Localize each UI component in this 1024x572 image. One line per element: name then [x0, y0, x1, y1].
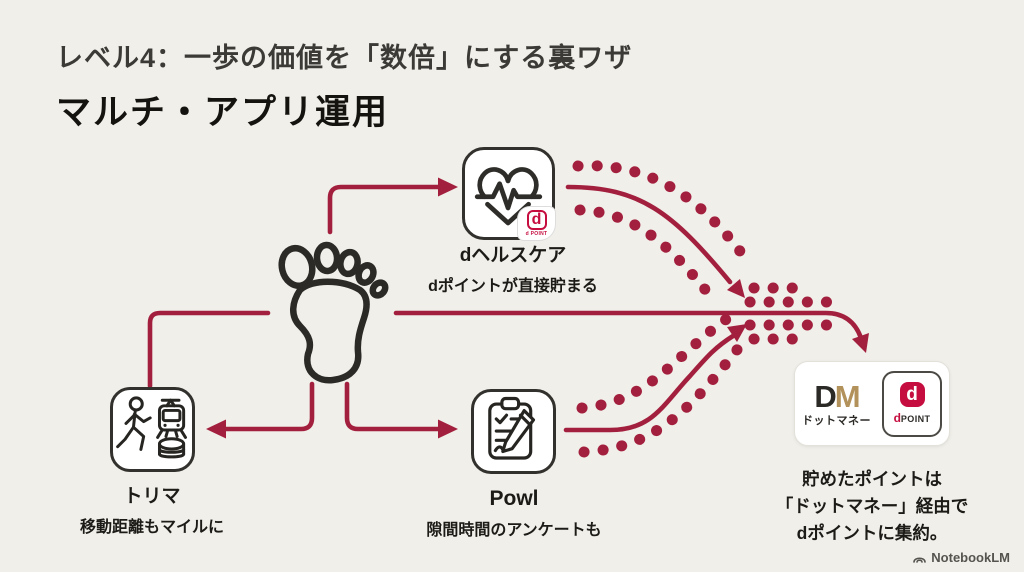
torima-label: トリマ 移動距離もマイルに	[80, 481, 224, 537]
dhealthcare-app-icon: d d POINT	[462, 147, 555, 240]
dhealthcare-label: dヘルスケア dポイントが直接貯まる	[428, 240, 598, 296]
arrowhead-right-powl	[438, 419, 458, 439]
arrowhead-down-dotmoney	[852, 333, 869, 353]
curve-powl-to-merge	[563, 333, 736, 433]
dpoint-badge: d dPOINT	[882, 370, 942, 437]
dpoint-corner-badge: d d POINT	[518, 207, 555, 240]
arrow-foot-to-dhealth	[327, 184, 441, 235]
dotmoney-desc-line2: 「ドットマネー」経由で	[775, 496, 969, 517]
arrowhead-right-dhealth	[438, 177, 458, 197]
slide-subtitle: レベル4：一歩の価値を「数倍」にする裏ワザ	[56, 43, 633, 73]
dotmoney-letter-d: D	[814, 378, 836, 414]
title-block: レベル4：一歩の価値を「数倍」にする裏ワザ マルチ・アプリ運用	[56, 36, 632, 135]
arrowhead-merge-bottom	[727, 324, 747, 342]
arrow-foot-to-dotmoney	[393, 310, 864, 341]
walker-train-coins-icon	[116, 396, 187, 459]
arrowhead-merge-top	[727, 279, 745, 298]
dpoint-badge-text: d POINT	[525, 231, 548, 237]
dotmoney-card: DM ドットマネー d dPOINT	[794, 361, 950, 446]
torima-name: トリマ	[123, 486, 181, 507]
powl-label: Powl 隙間時間のアンケートも	[426, 487, 601, 540]
slide-title: マルチ・アプリ運用	[56, 93, 390, 132]
notebooklm-logo-icon	[913, 557, 927, 563]
watermark: NotebookLM	[912, 550, 1010, 565]
dpoint-label-point: POINT	[900, 413, 931, 424]
arrowhead-left-torima	[206, 419, 226, 439]
dotmoney-desc-line3: dポイントに集約。	[796, 523, 948, 544]
dotmoney-desc-line1: 貯めたポイントは	[802, 469, 942, 489]
dotmoney-caption: ドットマネー	[802, 414, 871, 427]
clipboard-pencil-icon	[488, 396, 536, 460]
torima-app-icon	[110, 387, 195, 472]
dotmoney-letter-m: M	[834, 378, 861, 414]
dpoint-badge-label: dPOINT	[894, 410, 931, 426]
dpoint-d-logo-icon: d	[899, 381, 925, 407]
powl-desc: 隙間時間のアンケートも	[426, 522, 602, 539]
arrow-foot-to-torima-side	[223, 381, 315, 432]
dotmoney-dm-icon: DM	[802, 381, 871, 412]
torima-desc: 移動距離もマイルに	[79, 519, 225, 536]
arrow-foot-to-powl	[344, 381, 441, 432]
dhealthcare-desc: dポイントが直接貯まる	[428, 278, 598, 295]
footprint-icon	[278, 241, 389, 384]
watermark-text: NotebookLM	[931, 550, 1010, 565]
dhealthcare-name: dヘルスケア	[459, 245, 567, 266]
dots-dhealth-lower	[574, 204, 718, 304]
dots-dhealth-upper	[572, 160, 754, 268]
arrow-foot-to-torima-top	[147, 310, 271, 389]
dpoint-d-logo-icon: d	[526, 210, 547, 230]
powl-app-icon	[471, 389, 556, 474]
powl-name: Powl	[489, 487, 539, 510]
dots-powl-lower	[578, 340, 746, 458]
dotmoney-logo: DM ドットマネー	[802, 381, 871, 427]
dpoint-label-d: d	[893, 410, 901, 425]
dots-powl-upper	[576, 312, 734, 414]
dotmoney-description: 貯めたポイントは 「ドットマネー」経由で dポイントに集約。	[776, 466, 969, 547]
